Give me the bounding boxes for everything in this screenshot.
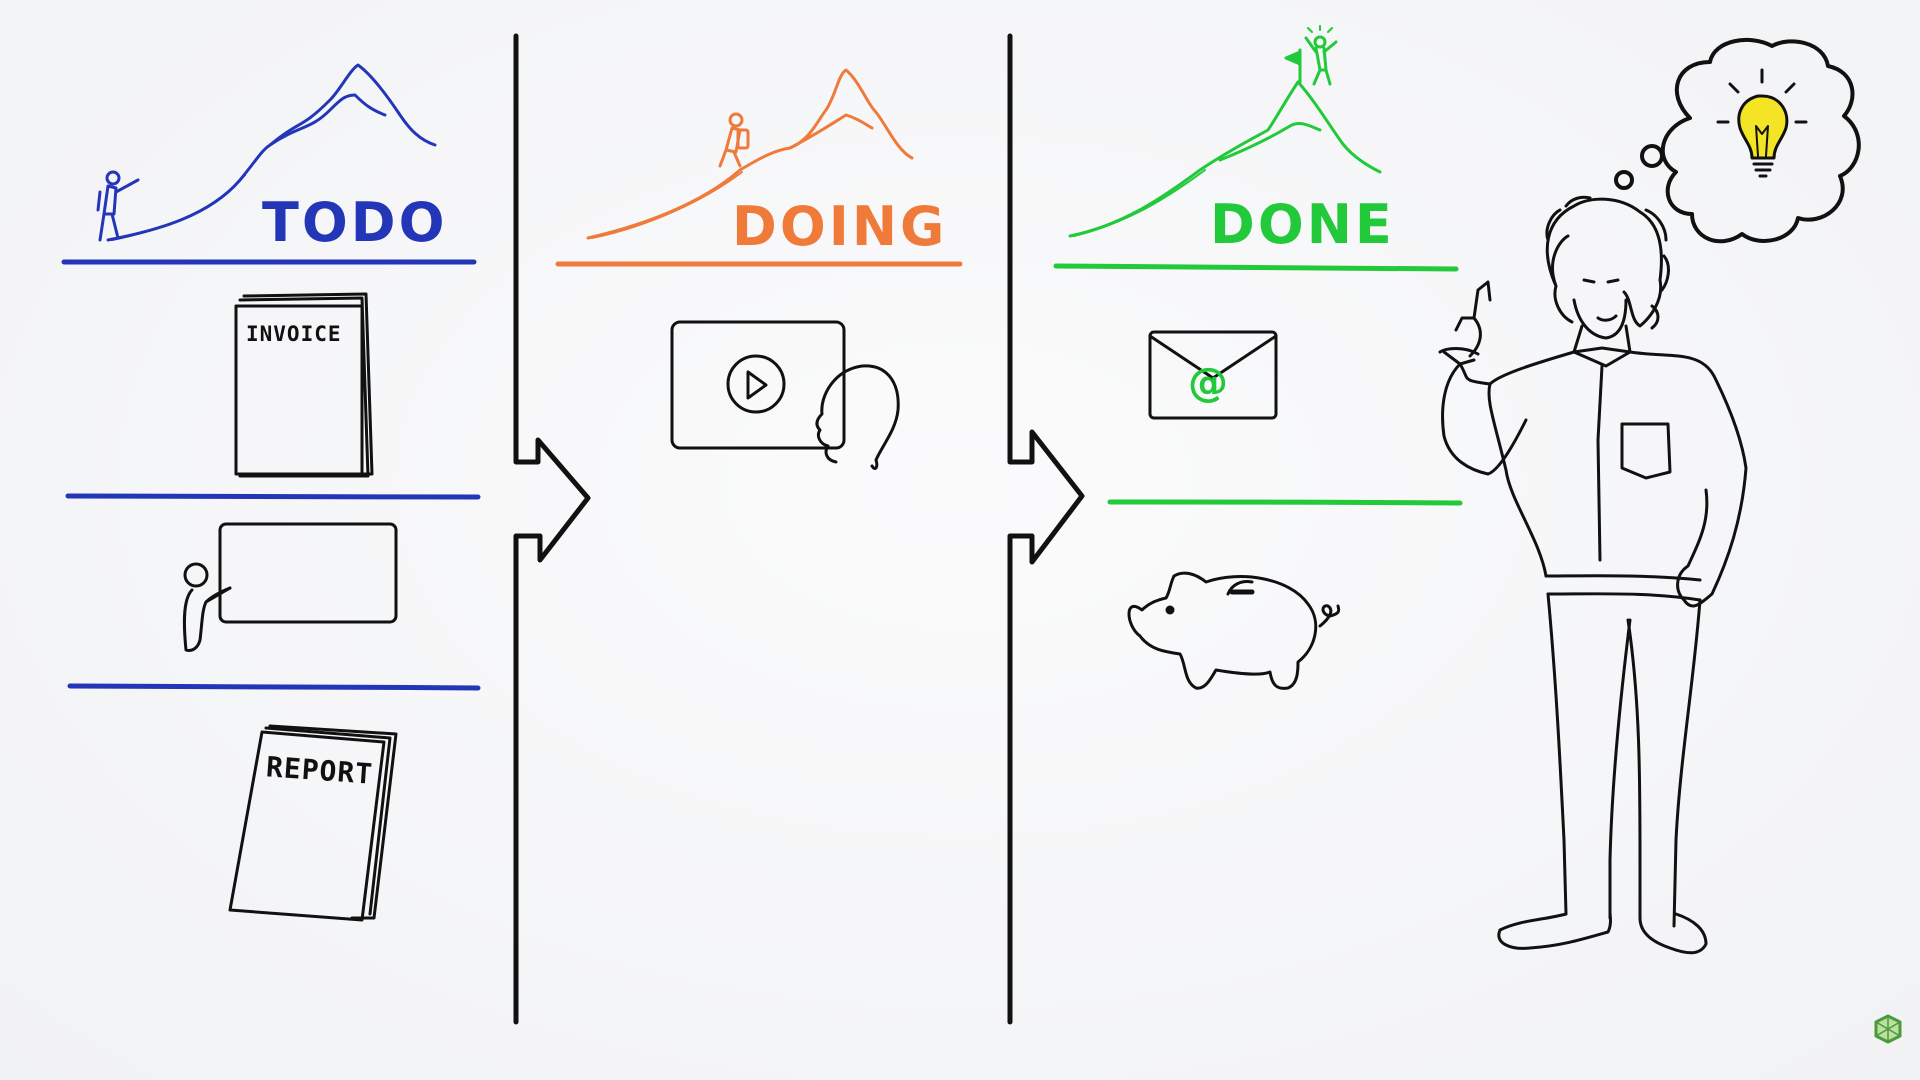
done-mountain-icon [1068, 80, 1382, 238]
invoice-document-icon [234, 292, 374, 478]
doing-hiker-icon [718, 112, 750, 168]
email-envelope-icon [1148, 330, 1278, 420]
logo-icon [1874, 1014, 1902, 1044]
person-head-icon [815, 364, 900, 470]
todo-divider-2 [67, 683, 481, 691]
presenter-person-icon [1438, 195, 1748, 955]
piggy-bank-icon [1127, 571, 1341, 690]
doing-mountain-icon [586, 68, 914, 240]
done-divider-1 [1107, 499, 1463, 506]
arrow-right-icon-2 [1007, 33, 1085, 1025]
video-play-icon [670, 320, 846, 450]
thought-bubble-icon [1614, 38, 1861, 244]
arrow-right-icon [513, 33, 591, 1025]
todo-divider-1 [65, 493, 481, 500]
presenter-board-icon [182, 522, 398, 652]
email-at-symbol: @ [1188, 360, 1228, 406]
report-document-icon [228, 724, 398, 922]
doing-column-title: DOING [732, 195, 948, 258]
hiker-icon [96, 170, 140, 242]
done-column-title: DONE [1210, 193, 1395, 256]
flag-icon [1284, 48, 1302, 84]
invoice-card-label: INVOICE [246, 322, 342, 346]
todo-column-title: TODO [262, 191, 448, 254]
celebrating-climber-icon [1304, 25, 1338, 86]
todo-mountain-icon [106, 63, 437, 242]
done-header-underline [1053, 263, 1459, 272]
lightbulb-icon [1716, 68, 1808, 178]
